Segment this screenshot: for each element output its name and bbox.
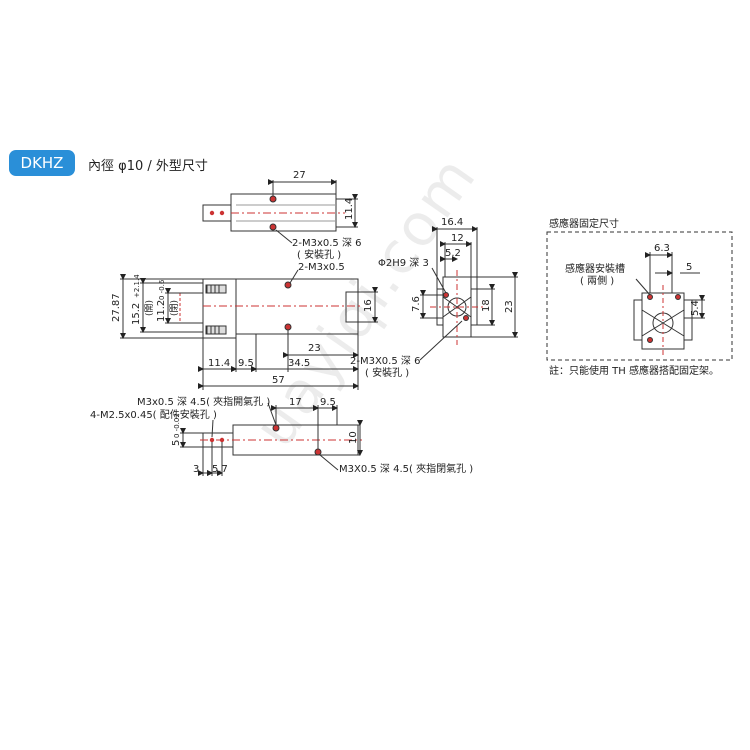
top-thread-note: 2-M3x0.5 深 6 bbox=[292, 237, 362, 249]
dim-9-5: 9.5 bbox=[238, 358, 254, 369]
page-title: 內徑 φ10 / 外型尺寸 bbox=[88, 159, 208, 174]
mount-hole bbox=[269, 223, 277, 231]
port-close-note: M3X0.5 深 4.5( 夾指閉氣孔 ) bbox=[339, 462, 473, 475]
dim-12: 12 bbox=[451, 233, 464, 244]
top-view bbox=[202, 179, 358, 244]
dim-closed: 11.2 bbox=[156, 300, 167, 322]
dim-body-height: 16 bbox=[363, 299, 374, 312]
port-open-note: M3x0.5 深 4.5( 夾指開氣孔 ) bbox=[137, 395, 270, 408]
mount-hole bbox=[269, 195, 277, 203]
dim-7-6: 7.6 bbox=[411, 296, 422, 312]
end-thread-sub: ( 安裝孔 ) bbox=[365, 366, 409, 379]
dim-stroke: 15.2 bbox=[131, 303, 142, 325]
dim-17: 17 bbox=[289, 397, 302, 408]
dim-5-tol: 0 -0.02 bbox=[173, 413, 181, 438]
sensor-box-frame bbox=[546, 231, 733, 361]
sensor-note: 註：只能使用 TH 感應器搭配固定架。 bbox=[549, 364, 719, 377]
dim-10: 10 bbox=[348, 431, 359, 444]
sensor-box bbox=[546, 231, 733, 361]
dim-sensor-5: 5 bbox=[686, 262, 692, 273]
dim-closed-sub: (閉) bbox=[169, 300, 180, 316]
dim-5-2: 5.2 bbox=[445, 248, 461, 259]
sensor-slot-label: 感應器安裝槽 bbox=[565, 262, 625, 275]
dim-3: 3 bbox=[193, 464, 199, 475]
side-view bbox=[120, 269, 378, 390]
dim-end-23: 23 bbox=[504, 300, 515, 313]
end-view bbox=[419, 226, 518, 361]
dim-top-width: 27 bbox=[293, 170, 306, 181]
dim-5: 5 bbox=[171, 440, 182, 446]
dim-18: 18 bbox=[481, 299, 492, 312]
model-badge: DKHZ bbox=[9, 150, 75, 176]
dim-top-height: 11.4 bbox=[344, 198, 355, 220]
top-finger-left bbox=[202, 204, 232, 222]
dim-34-5: 34.5 bbox=[288, 358, 310, 369]
sensor-box-title: 感應器固定尺寸 bbox=[549, 217, 619, 230]
dim-open-overall: 27.87 bbox=[111, 293, 122, 322]
dim-11-4: 11.4 bbox=[208, 358, 230, 369]
end-thread-note: 2-M3X0.5 深 6 bbox=[350, 355, 420, 367]
dim-stroke-tol: +2.1.4 bbox=[133, 274, 141, 298]
dim-5-4: 5.4 bbox=[690, 300, 701, 316]
dim-stroke-sub: (開) bbox=[144, 300, 155, 316]
bottom-view bbox=[180, 402, 363, 476]
top-thread-sub: ( 安裝孔 ) bbox=[297, 248, 341, 261]
bottom-thread-note: 4-M2.5x0.45( 配件安裝孔 ) bbox=[90, 408, 217, 421]
dim-57: 57 bbox=[272, 375, 285, 386]
side-jaw-block bbox=[202, 278, 237, 339]
dim-16-4: 16.4 bbox=[441, 217, 463, 228]
dim-closed-tol: 0 -0.6 bbox=[158, 279, 166, 300]
end-pin-note: Φ2H9 深 3 bbox=[378, 257, 429, 269]
dim-6-3: 6.3 bbox=[654, 243, 670, 254]
dim-23: 23 bbox=[308, 343, 321, 354]
side-thread-note: 2-M3x0.5 bbox=[298, 262, 345, 273]
dim-bottom-9-5: 9.5 bbox=[320, 397, 336, 408]
dim-5-7: 5.7 bbox=[212, 464, 228, 475]
sensor-slot-sub: ( 兩側 ) bbox=[580, 274, 614, 287]
